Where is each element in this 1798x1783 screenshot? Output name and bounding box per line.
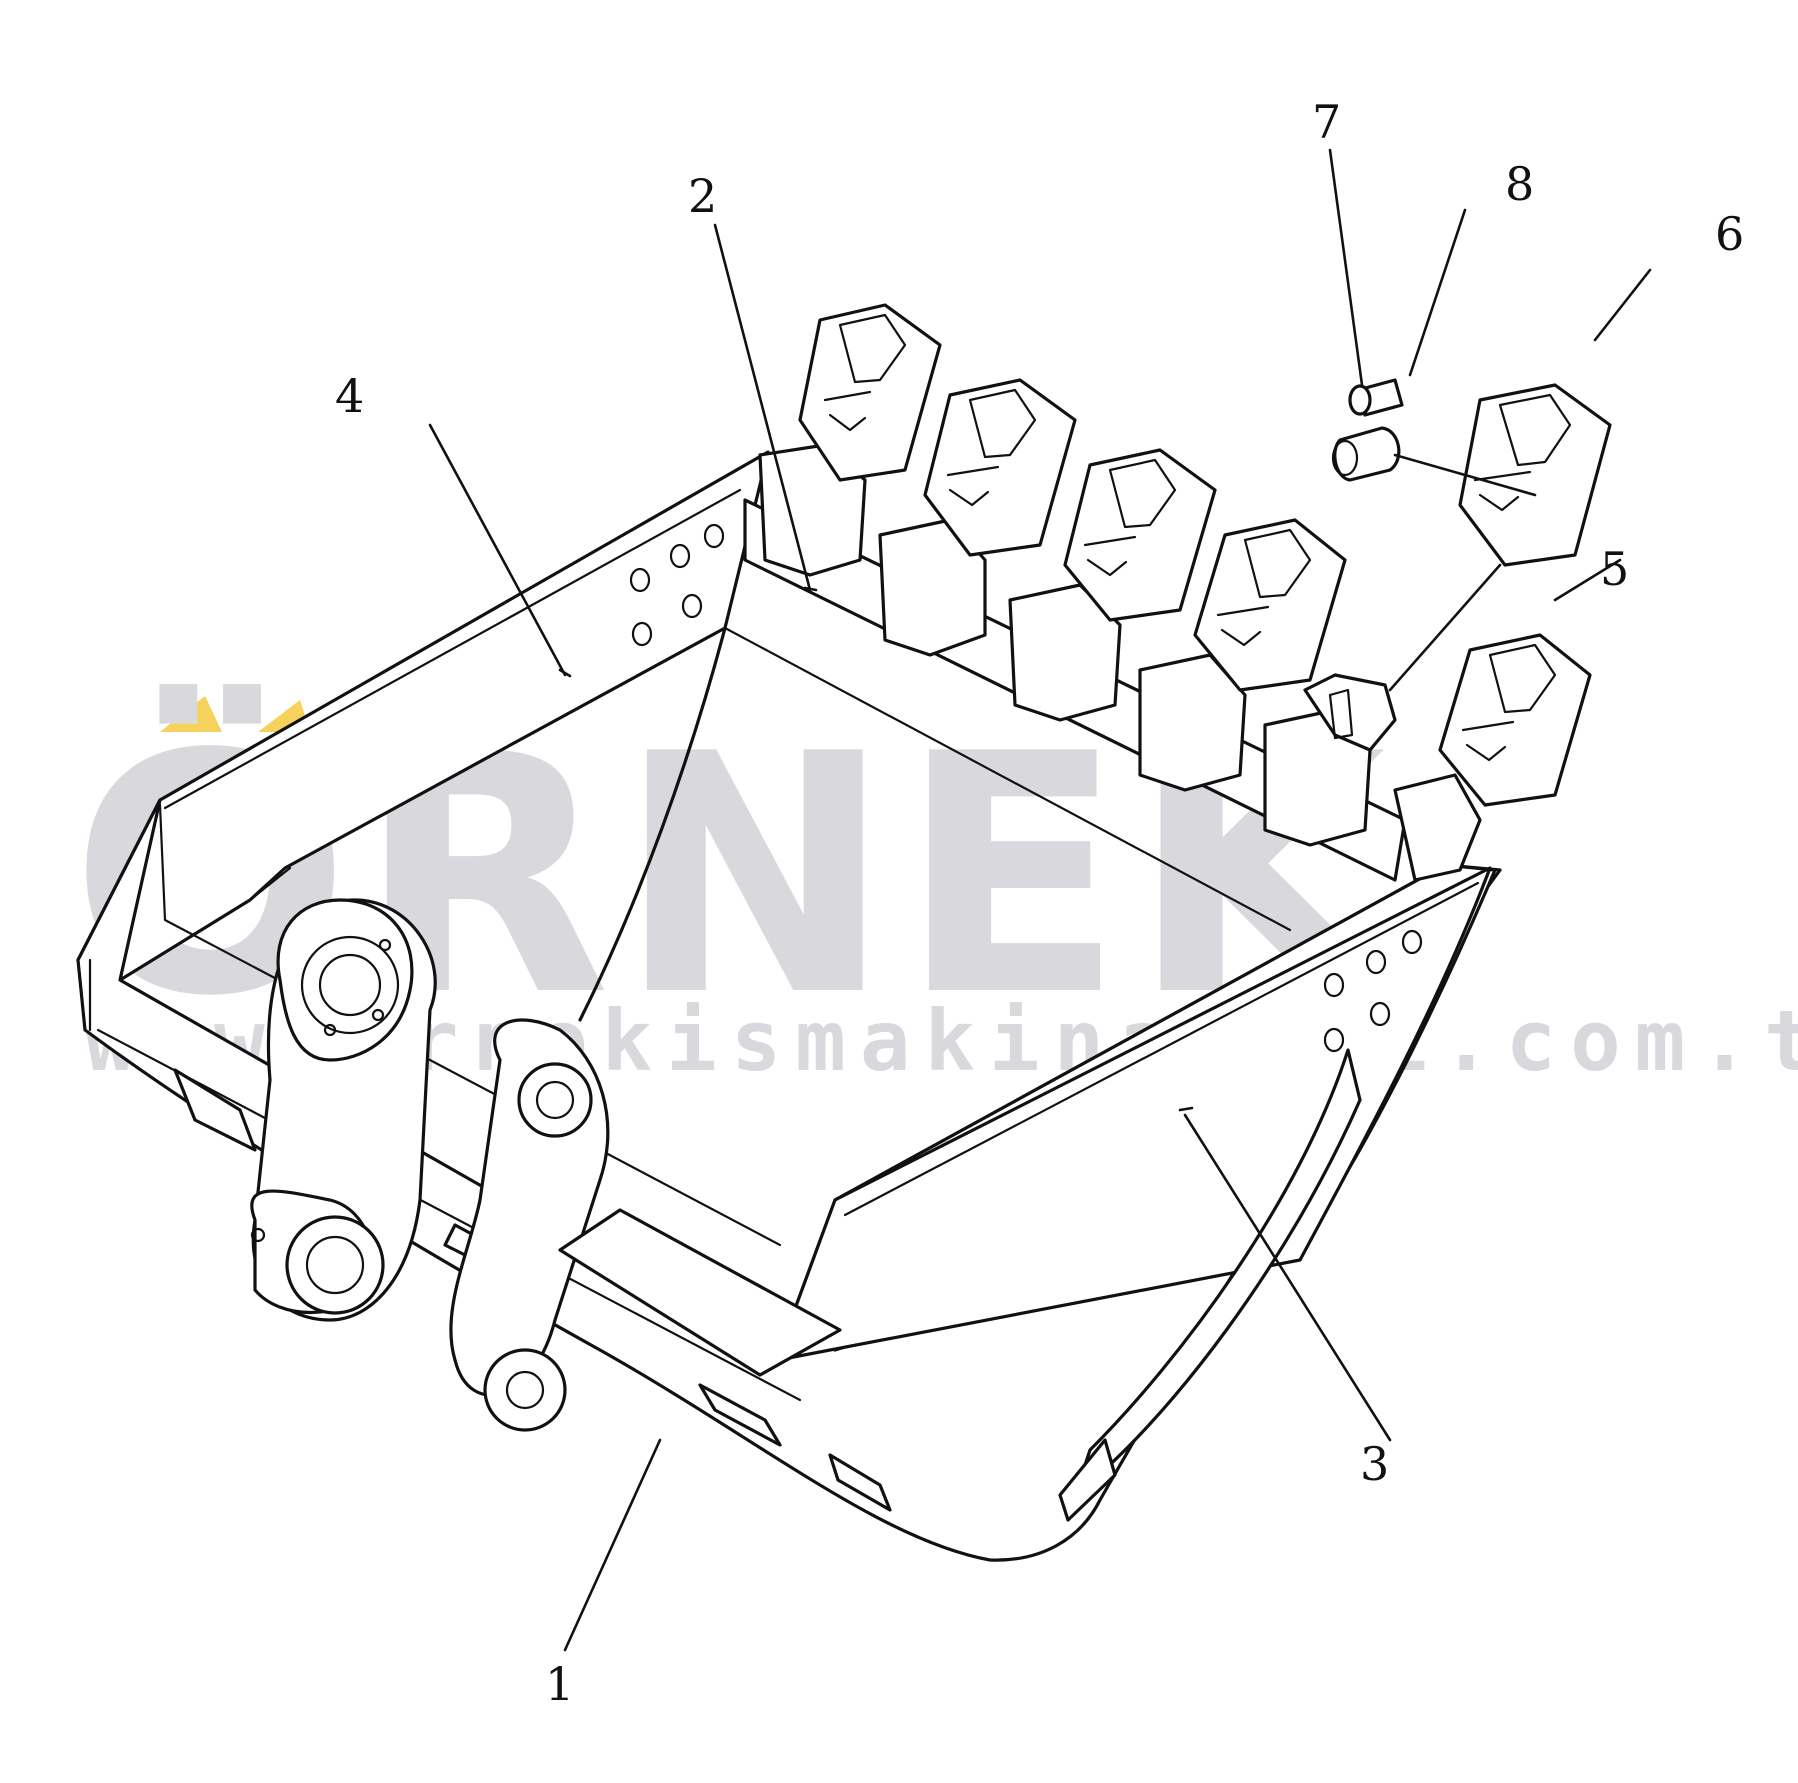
left-mounting-lug: [250, 898, 437, 1322]
callout-2: 2: [688, 169, 717, 223]
callout-4: 4: [335, 369, 364, 423]
callout-8: 8: [1505, 157, 1534, 211]
side-plate-bolt-holes-left: [629, 523, 725, 647]
tooth-1: [758, 303, 942, 577]
tooth-2: [878, 378, 1077, 657]
right-mounting-lug: [449, 1018, 842, 1432]
exploded-pin: [1348, 378, 1404, 417]
adapter-5: [1263, 673, 1397, 847]
tooth-3: [1008, 448, 1217, 722]
side-plate-bolt-holes-right: [1323, 929, 1423, 1053]
exploded-tooth: [1458, 383, 1612, 567]
teeth-row: [758, 303, 1592, 882]
callout-6: 6: [1715, 207, 1744, 261]
callout-5: 5: [1600, 542, 1629, 596]
callouts: 1 2 3 4 5 6 7 8: [335, 95, 1744, 1711]
callout-7: 7: [1312, 95, 1341, 149]
callout-1: 1: [545, 1657, 574, 1711]
tooth-4: [1138, 518, 1347, 792]
callout-3: 3: [1360, 1437, 1389, 1491]
tooth-6-corner: [1393, 633, 1592, 882]
watermark-accent: [160, 696, 310, 732]
exploded-lock: [1331, 426, 1401, 482]
leader-lines: [428, 148, 1652, 1652]
